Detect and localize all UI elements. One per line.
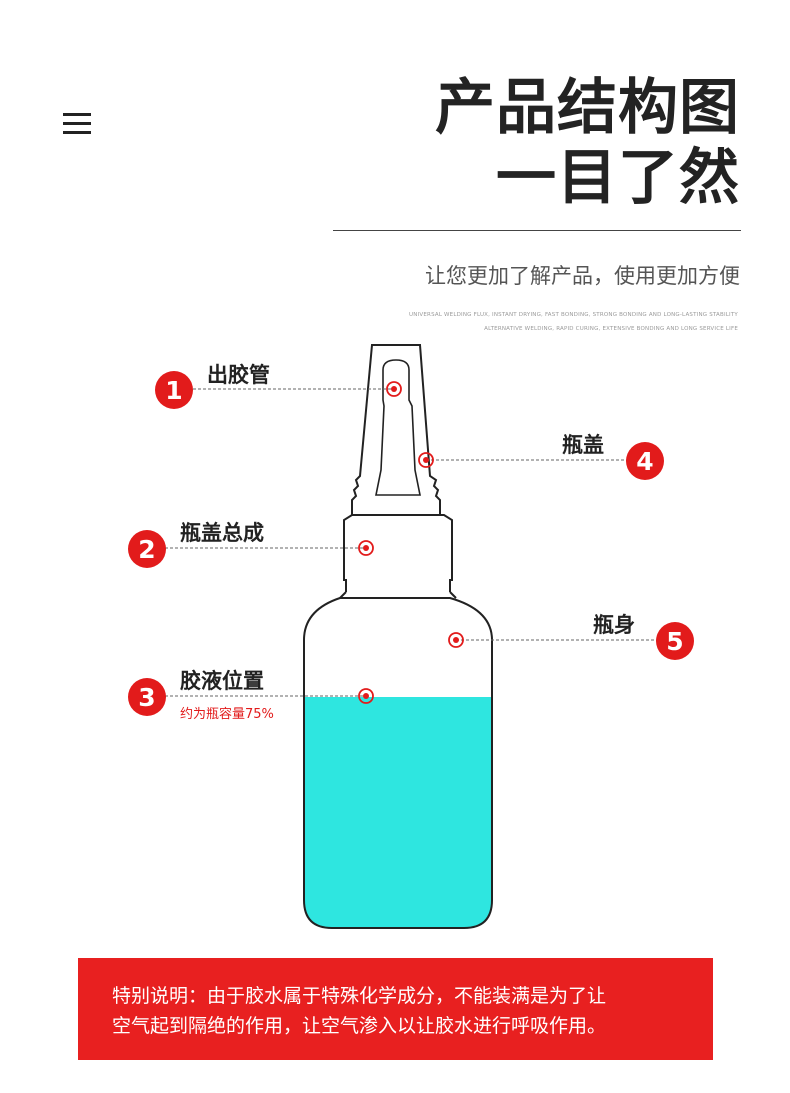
nozzle-tube — [375, 359, 421, 496]
title-divider — [333, 230, 741, 231]
part-note-liquid: 约为瓶容量75% — [180, 707, 274, 722]
marker-cap-assembly — [358, 540, 374, 556]
part-label-nozzle: 出胶管 — [207, 363, 270, 387]
bottle-body — [303, 597, 493, 929]
english-tagline-1: UNIVERSAL WELDING FLUX, INSTANT DRYING, … — [409, 312, 738, 318]
part-badge-3: 3 — [128, 678, 166, 716]
part-label-cap-assembly: 瓶盖总成 — [180, 521, 264, 545]
marker-body — [448, 632, 464, 648]
bottle-neck — [343, 514, 453, 592]
marker-nozzle — [386, 381, 402, 397]
part-label-body: 瓶身 — [593, 613, 635, 637]
special-note-line1: 特别说明：由于胶水属于特殊化学成分，不能装满是为了让 — [112, 985, 607, 1007]
part-badge-2: 2 — [128, 530, 166, 568]
part-badge-4: 4 — [626, 442, 664, 480]
part-label-liquid: 胶液位置 — [180, 669, 264, 693]
part-badge-1: 1 — [155, 371, 193, 409]
cap-assembly — [351, 344, 441, 515]
special-note-line2: 空气起到隔绝的作用，让空气渗入以让胶水进行呼吸作用。 — [112, 1015, 607, 1037]
marker-liquid — [358, 688, 374, 704]
page-title-line1: 产品结构图 — [435, 73, 740, 143]
part-label-cap: 瓶盖 — [562, 433, 604, 457]
hamburger-menu-icon[interactable] — [63, 113, 91, 135]
page-subtitle: 让您更加了解产品，使用更加方便 — [425, 264, 740, 288]
special-note-box: 特别说明：由于胶水属于特殊化学成分，不能装满是为了让 空气起到隔绝的作用，让空气… — [78, 958, 713, 1060]
part-badge-5: 5 — [656, 622, 694, 660]
english-tagline-2: ALTERNATIVE WELDING, RAPID CURING, EXTEN… — [484, 326, 738, 332]
glue-liquid — [304, 697, 492, 928]
page-title-line2: 一目了然 — [496, 143, 740, 213]
marker-cap — [418, 452, 434, 468]
